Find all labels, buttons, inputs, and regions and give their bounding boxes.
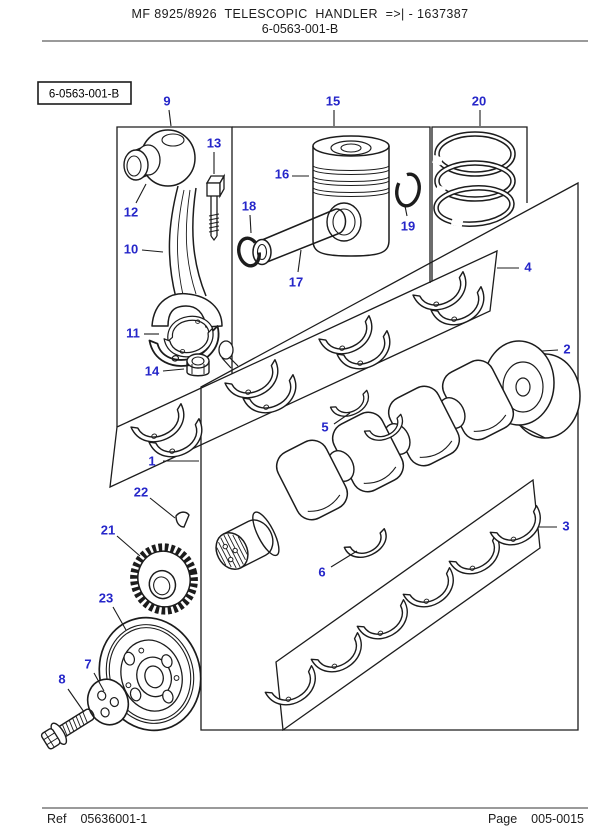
footer-ref: Ref 05636001-1	[47, 812, 147, 826]
pin-snap-ring-front	[237, 236, 261, 268]
oil-control-ring	[433, 185, 515, 228]
header-divider	[42, 40, 588, 42]
callout-10[interactable]: 10	[124, 242, 138, 257]
crankshaft-nose-splines	[215, 511, 280, 570]
callout-12[interactable]: 12	[124, 205, 138, 220]
callout-13[interactable]: 13	[207, 136, 221, 151]
footer-page-value: 005-0015	[531, 812, 584, 826]
footer-divider	[42, 807, 588, 809]
compression-ring-top	[431, 131, 516, 177]
frame-connecting-rod-box	[116, 126, 233, 427]
callout-21[interactable]: 21	[101, 523, 115, 538]
callout-7[interactable]: 7	[84, 657, 91, 672]
callout-18[interactable]: 18	[242, 199, 256, 214]
callout-17[interactable]: 17	[289, 275, 303, 290]
piston-rings	[431, 131, 516, 228]
pulley-bolt	[40, 708, 95, 750]
frame-lower-bearings-box	[275, 478, 541, 732]
pin-snap-ring-rear	[395, 172, 421, 208]
footer-page-label: Page	[487, 812, 518, 826]
callout-19[interactable]: 19	[401, 219, 415, 234]
frame-piston-box	[232, 126, 431, 283]
callout-14[interactable]: 14	[145, 364, 160, 379]
footer-ref-label: Ref	[47, 812, 67, 826]
callout-23[interactable]: 23	[99, 591, 113, 606]
page-subtitle: 6-0563-001-B	[261, 22, 339, 36]
frame-upper-bearings-box	[109, 249, 498, 489]
callout-6[interactable]: 6	[318, 565, 325, 580]
callouts: 1 2 3 4 5 6 7 8 9 10 11 12 13 14 15 16 1…	[58, 94, 570, 687]
piston	[312, 135, 390, 257]
footer-page: Page 005-0015	[488, 812, 584, 826]
lower-main-bearings	[264, 504, 550, 715]
ref-box: 6-0563-001-B	[37, 81, 132, 105]
footer-ref-value: 05636001-1	[80, 812, 148, 826]
rod-bearing-cap	[148, 325, 239, 374]
compression-ring-middle	[434, 160, 516, 202]
callout-3[interactable]: 3	[562, 519, 569, 534]
callout-8[interactable]: 8	[58, 672, 65, 687]
callout-15[interactable]: 15	[326, 94, 340, 109]
crankshaft	[215, 340, 581, 570]
rod-nut	[186, 353, 210, 377]
timing-gear	[130, 543, 198, 615]
callout-11[interactable]: 11	[126, 326, 140, 341]
page-title: MF 8925/8926 TELESCOPIC HANDLER =>| - 16…	[131, 7, 469, 21]
frame-rings-box	[431, 126, 528, 281]
pulley-retainer-plate	[86, 678, 130, 726]
ref-box-label: 6-0563-001-B	[49, 89, 120, 101]
frame-lines	[109, 126, 579, 732]
callout-16[interactable]: 16	[275, 167, 289, 182]
callout-20[interactable]: 20	[472, 94, 486, 109]
rod-bolt	[205, 173, 226, 241]
leader-lines	[67, 109, 559, 713]
connecting-rod	[123, 129, 223, 328]
woodruff-key	[175, 511, 190, 528]
callout-4[interactable]: 4	[524, 260, 532, 275]
frame-crankshaft-box	[200, 181, 579, 731]
callout-22[interactable]: 22	[134, 485, 148, 500]
callout-1[interactable]: 1	[148, 454, 155, 469]
callout-5[interactable]: 5	[321, 420, 328, 435]
callout-9[interactable]: 9	[163, 94, 170, 109]
small-end-bushing	[123, 144, 161, 181]
callout-2[interactable]: 2	[563, 342, 570, 357]
